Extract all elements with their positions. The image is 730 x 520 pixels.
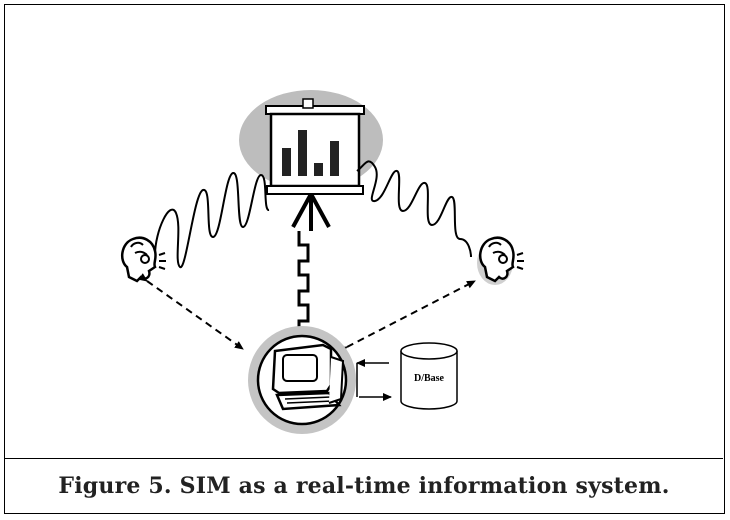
left-signal-wave bbox=[154, 171, 270, 269]
presentation-chart-easel-icon bbox=[239, 90, 383, 231]
left-user-head-icon bbox=[120, 236, 166, 283]
right-signal-wave bbox=[356, 160, 472, 258]
computer-workstation-icon bbox=[248, 326, 356, 434]
left-dashed-arrow bbox=[138, 273, 244, 350]
easel-chart-bars bbox=[282, 130, 339, 176]
diagram-area: D/Base bbox=[5, 5, 723, 458]
figure-caption: Figure 5. SIM as a real-time information… bbox=[58, 472, 670, 499]
database-label: D/Base bbox=[414, 373, 445, 384]
figure-frame: D/Base Figure 5. SIM as a real-time info… bbox=[4, 4, 725, 514]
right-user-head-icon bbox=[477, 236, 524, 285]
sim-diagram: D/Base bbox=[120, 90, 524, 434]
right-dashed-arrow bbox=[338, 280, 476, 355]
square-wave-connector bbox=[297, 231, 310, 340]
caption-box: Figure 5. SIM as a real-time information… bbox=[5, 458, 723, 512]
database-cylinder-icon: D/Base bbox=[400, 342, 458, 410]
